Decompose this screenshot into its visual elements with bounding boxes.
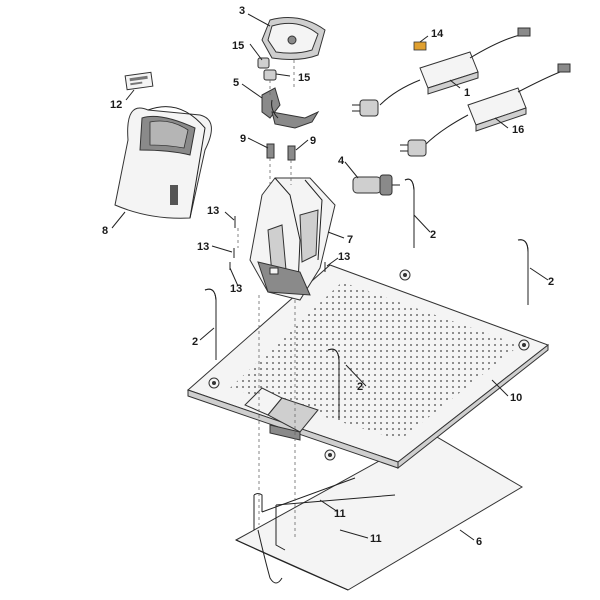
callout-2-a: 2 — [430, 229, 436, 241]
leader-lines — [111, 13, 549, 541]
callout-labels: 3 14 15 15 12 5 1 16 9 9 4 8 13 13 13 13… — [102, 5, 554, 548]
charging-contacts — [244, 387, 319, 441]
callout-13-d: 13 — [338, 251, 350, 263]
callout-7: 7 — [347, 234, 353, 246]
callout-16: 16 — [512, 124, 524, 136]
callout-11-a: 11 — [334, 508, 346, 520]
alignment-lines — [237, 60, 296, 540]
part-6-sheet — [234, 432, 523, 591]
callout-13-a: 13 — [207, 205, 219, 217]
part-2-stakes — [204, 178, 529, 420]
callout-10: 10 — [510, 392, 522, 404]
part-14-label — [413, 41, 427, 51]
callout-15-upper: 15 — [232, 40, 244, 52]
callout-9-left: 9 — [240, 133, 246, 145]
part-9-springs — [266, 143, 296, 161]
callout-4: 4 — [338, 155, 345, 167]
callout-5: 5 — [233, 77, 239, 89]
callout-8: 8 — [102, 225, 108, 237]
callout-2-c: 2 — [192, 336, 198, 348]
callout-6: 6 — [476, 536, 482, 548]
callout-2-d: 2 — [357, 381, 363, 393]
part-12-label — [124, 71, 154, 91]
callout-15-lower: 15 — [298, 72, 310, 84]
callout-2-b: 2 — [548, 276, 554, 288]
callout-1: 1 — [464, 87, 470, 99]
part-16-power-supply — [400, 63, 571, 157]
callout-13-b: 13 — [197, 241, 209, 253]
part-5-bracket — [261, 87, 320, 129]
callout-3: 3 — [239, 5, 245, 17]
part-4-connector — [352, 174, 400, 196]
callout-9-right: 9 — [310, 135, 316, 147]
callout-11-b: 11 — [370, 533, 382, 545]
part-10-charging-plate — [187, 264, 550, 470]
callout-12: 12 — [110, 99, 122, 111]
part-15-pads — [257, 57, 277, 81]
callout-14: 14 — [431, 28, 444, 40]
part-3-top-cap — [261, 17, 326, 60]
part-8-cover — [114, 106, 212, 219]
callout-13-c: 13 — [230, 283, 242, 295]
part-11-wire-pins — [253, 477, 396, 584]
part-7-housing — [249, 177, 336, 301]
